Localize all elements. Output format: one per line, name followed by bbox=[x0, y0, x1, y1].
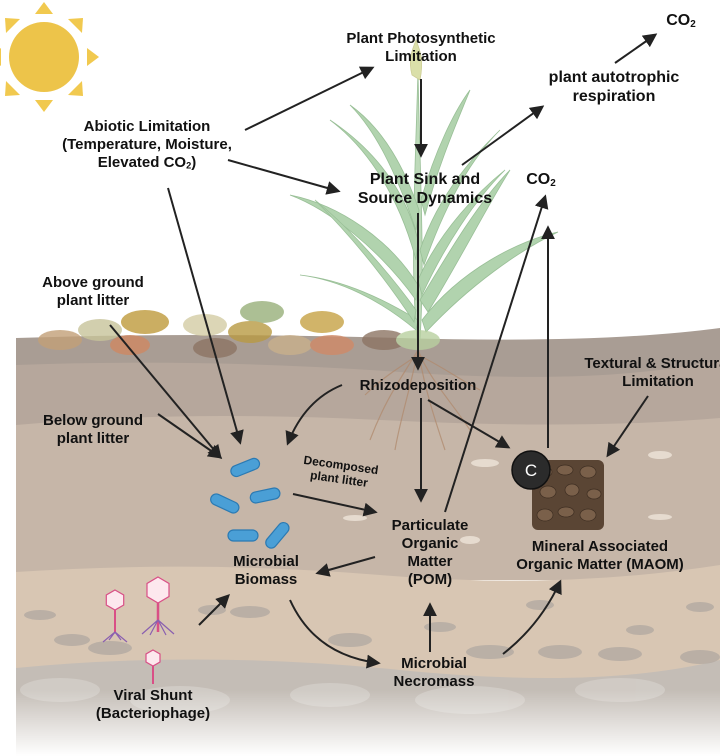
label-above-ground-litter: Above ground plant litter bbox=[42, 274, 144, 310]
carbon-badge-icon: C bbox=[511, 450, 551, 490]
arrow-phage-to-biomass bbox=[198, 594, 230, 626]
soil-light-spots bbox=[343, 451, 672, 544]
label-maom: Mineral Associated Organic Matter (MAOM) bbox=[516, 538, 684, 574]
arrow-rhizodeposition-to-microbes bbox=[285, 384, 343, 446]
label-line: Mineral Associated bbox=[531, 538, 669, 555]
label-plant-photosynthetic-limitation: Plant Photosynthetic Limitation bbox=[346, 30, 495, 66]
arrow-rhizodeposition-to-maom bbox=[427, 399, 511, 449]
arrow-textural-to-maom bbox=[606, 395, 649, 458]
carbon-badge-label: C bbox=[525, 461, 537, 480]
label-line: Textural & Structural bbox=[584, 355, 720, 372]
arrow-biomass-to-necromass bbox=[289, 599, 381, 669]
arrows bbox=[109, 33, 658, 669]
label-plant-sink-source: Plant Sink and Source Dynamics bbox=[358, 170, 492, 208]
co2-sub: 2 bbox=[690, 18, 696, 30]
label-line: Source Dynamics bbox=[357, 190, 493, 208]
label-line: Organic Matter (MAOM) bbox=[516, 556, 684, 573]
bacteriophage-group bbox=[102, 576, 175, 684]
leaf-litter-icon bbox=[38, 301, 440, 358]
label-line: (POM) bbox=[407, 571, 453, 588]
label-line: Limitation bbox=[622, 373, 694, 390]
co2-sub: 2 bbox=[550, 177, 556, 189]
label-microbial-necromass: Microbial Necromass bbox=[394, 655, 475, 691]
bacteriophage-icon bbox=[102, 589, 128, 643]
label-line: Plant Photosynthetic bbox=[346, 30, 496, 47]
label-co2-mid: CO2 bbox=[526, 170, 556, 190]
label-text: ) bbox=[191, 154, 197, 171]
label-co2-top: CO2 bbox=[666, 11, 696, 31]
label-microbial-biomass: Microbial Biomass bbox=[233, 553, 299, 589]
co2-base: CO bbox=[666, 12, 691, 29]
label-textural-structural-limitation: Textural & Structural Limitation bbox=[584, 355, 720, 391]
arrow-aboveground-litter-to-microbes bbox=[109, 324, 222, 460]
label-line: plant autotrophic bbox=[548, 69, 680, 86]
label-line: Limitation bbox=[385, 48, 457, 65]
bacteriophage-icon bbox=[141, 576, 175, 636]
arrow-pom-to-co2 bbox=[444, 194, 549, 513]
arrow-abiotic-to-microbes bbox=[167, 187, 244, 445]
arrow-necromass-to-maom bbox=[502, 579, 562, 655]
label-plant-autotrophic-respiration: plant autotrophic respiration bbox=[549, 68, 680, 106]
plant-icon bbox=[289, 38, 559, 341]
arrow-respiration-to-co2 bbox=[614, 33, 658, 64]
label-line: Below ground bbox=[43, 412, 143, 429]
bacteriophage-icon bbox=[145, 649, 161, 684]
label-line: Biomass bbox=[234, 571, 298, 588]
soil-pebbles bbox=[24, 600, 720, 664]
label-below-ground-litter: Below ground plant litter bbox=[43, 412, 143, 448]
label-line: (Temperature, Moisture, bbox=[62, 136, 232, 153]
label-line: Above ground bbox=[42, 274, 144, 291]
bacteria-icon bbox=[249, 487, 281, 504]
bacteria-icon bbox=[265, 521, 290, 549]
label-line: (Bacteriophage) bbox=[95, 705, 211, 722]
label-text: Elevated CO bbox=[97, 154, 187, 171]
label-rhizodeposition: Rhizodeposition bbox=[359, 377, 477, 394]
co2-base: CO bbox=[526, 171, 551, 188]
bacteria-icon bbox=[227, 529, 259, 542]
sun-icon bbox=[0, 2, 99, 112]
label-viral-shunt: Viral Shunt (Bacteriophage) bbox=[96, 687, 210, 723]
arrow-abiotic-to-photosynthetic bbox=[244, 66, 375, 131]
arrow-decomposed-litter-to-pom bbox=[292, 493, 378, 517]
bacteria-icon bbox=[210, 493, 240, 514]
label-line: Elevated CO2) bbox=[62, 154, 232, 172]
label-line: Organic bbox=[401, 535, 459, 552]
bacteria-cluster bbox=[210, 457, 290, 549]
label-line: Necromass bbox=[393, 673, 475, 690]
arrow-belowground-litter-to-microbes bbox=[157, 413, 223, 459]
arrow-pom-to-biomass bbox=[315, 556, 376, 577]
label-line: Microbial bbox=[233, 553, 299, 570]
label-line: Microbial bbox=[401, 655, 467, 672]
label-abiotic-limitation: Abiotic Limitation (Temperature, Moistur… bbox=[62, 118, 232, 172]
label-line: respiration bbox=[572, 88, 656, 106]
arrow-abiotic-to-sink-source bbox=[227, 159, 341, 195]
label-line: Plant Sink and bbox=[369, 171, 481, 188]
label-line: Particulate bbox=[391, 517, 469, 534]
bottom-fade bbox=[0, 690, 720, 756]
bacteria-icon bbox=[230, 457, 261, 478]
label-line: plant litter bbox=[56, 292, 130, 309]
label-line: Matter bbox=[407, 553, 453, 570]
label-line: Abiotic Limitation bbox=[83, 118, 211, 135]
label-line: plant litter bbox=[56, 430, 130, 447]
arrow-sink-to-respiration bbox=[461, 105, 545, 166]
label-sub: 2 bbox=[186, 160, 192, 171]
label-pom: Particulate Organic Matter (POM) bbox=[392, 517, 469, 589]
label-line: Viral Shunt bbox=[113, 687, 193, 704]
